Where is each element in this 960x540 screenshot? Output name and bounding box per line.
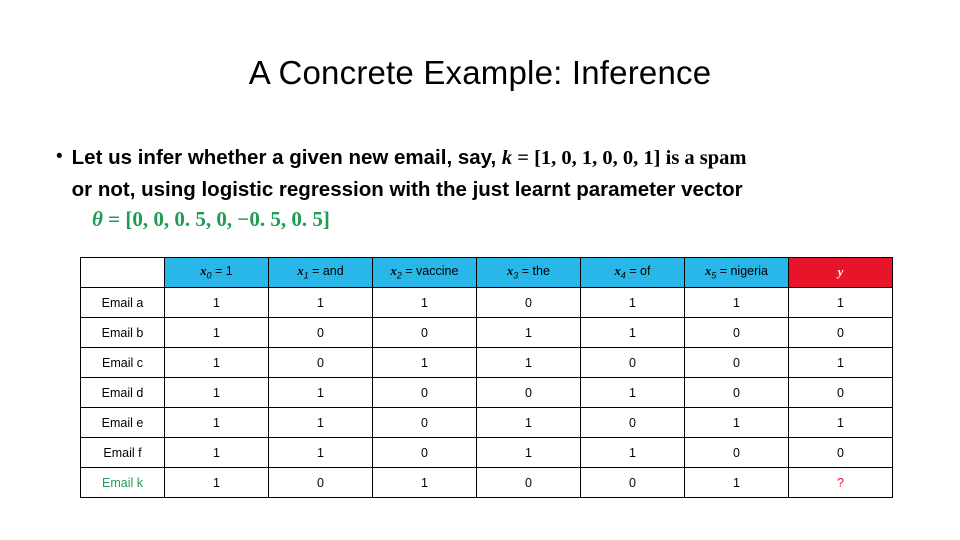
cell-x0: 1 bbox=[164, 347, 269, 378]
cell-x1: 1 bbox=[268, 287, 373, 318]
table-header-row: x0 = 1 x1 = and x2 = vaccine x3 = the x4… bbox=[80, 257, 893, 288]
bullet-line1-part-a: Let us infer whether a given new email, … bbox=[71, 146, 502, 169]
cell-x3: 0 bbox=[476, 377, 581, 408]
cell-x1: 0 bbox=[268, 467, 373, 498]
cell-x3: 0 bbox=[476, 467, 581, 498]
cell-x2: 1 bbox=[372, 347, 477, 378]
cell-x0: 1 bbox=[164, 287, 269, 318]
cell-x5: 1 bbox=[684, 287, 789, 318]
cell-y: 0 bbox=[788, 377, 893, 408]
cell-y: 1 bbox=[788, 287, 893, 318]
row-label: Email a bbox=[80, 287, 165, 318]
cell-x5: 0 bbox=[684, 347, 789, 378]
column-header-y: y bbox=[788, 257, 893, 288]
row-label: Email k bbox=[80, 467, 165, 498]
cell-x3: 1 bbox=[476, 317, 581, 348]
cell-x2: 0 bbox=[372, 437, 477, 468]
table-corner-cell bbox=[80, 257, 165, 288]
bullet-list-item: • Let us infer whether a given new email… bbox=[56, 142, 934, 205]
column-header-x2: x2 = vaccine bbox=[372, 257, 477, 288]
bullet-line1-part-b: = [1, 0, 1, 0, 0, 1] is a spam bbox=[512, 147, 747, 169]
cell-y: 1 bbox=[788, 407, 893, 438]
cell-y: 0 bbox=[788, 437, 893, 468]
cell-x4: 1 bbox=[580, 317, 685, 348]
bullet-variable-k: k bbox=[501, 147, 513, 169]
cell-x2: 1 bbox=[372, 287, 477, 318]
theta-equation: θ = [0, 0, 0. 5, 0, −0. 5, 0. 5] bbox=[92, 207, 934, 232]
column-header-x4: x4 = of bbox=[580, 257, 685, 288]
row-label: Email c bbox=[80, 347, 165, 378]
cell-x4: 1 bbox=[580, 437, 685, 468]
feature-table: x0 = 1 x1 = and x2 = vaccine x3 = the x4… bbox=[80, 257, 893, 498]
cell-x4: 0 bbox=[580, 407, 685, 438]
column-header-x5: x5 = nigeria bbox=[684, 257, 789, 288]
cell-x3: 1 bbox=[476, 347, 581, 378]
cell-x2: 0 bbox=[372, 317, 477, 348]
theta-symbol: θ bbox=[92, 207, 103, 231]
cell-x5: 1 bbox=[684, 407, 789, 438]
row-label: Email b bbox=[80, 317, 165, 348]
row-label: Email f bbox=[80, 437, 165, 468]
cell-x0: 1 bbox=[164, 437, 269, 468]
cell-x2: 1 bbox=[372, 467, 477, 498]
cell-x5: 0 bbox=[684, 377, 789, 408]
cell-x1: 1 bbox=[268, 407, 373, 438]
cell-x3: 1 bbox=[476, 407, 581, 438]
cell-x5: 0 bbox=[684, 317, 789, 348]
bullet-body: • Let us infer whether a given new email… bbox=[56, 142, 934, 232]
cell-x5: 1 bbox=[684, 467, 789, 498]
column-header-x0: x0 = 1 bbox=[164, 257, 269, 288]
theta-value: = [0, 0, 0. 5, 0, −0. 5, 0. 5] bbox=[102, 207, 330, 231]
cell-x1: 0 bbox=[268, 347, 373, 378]
cell-x0: 1 bbox=[164, 377, 269, 408]
cell-x0: 1 bbox=[164, 467, 269, 498]
cell-x4: 1 bbox=[580, 377, 685, 408]
bullet-marker: • bbox=[56, 146, 63, 167]
cell-x4: 0 bbox=[580, 467, 685, 498]
cell-x3: 1 bbox=[476, 437, 581, 468]
cell-x1: 1 bbox=[268, 437, 373, 468]
cell-x4: 0 bbox=[580, 347, 685, 378]
cell-x4: 1 bbox=[580, 287, 685, 318]
cell-x0: 1 bbox=[164, 407, 269, 438]
cell-x1: 0 bbox=[268, 317, 373, 348]
page-title: A Concrete Example: Inference bbox=[248, 54, 712, 91]
cell-x2: 0 bbox=[372, 377, 477, 408]
cell-x2: 0 bbox=[372, 407, 477, 438]
cell-x3: 0 bbox=[476, 287, 581, 318]
cell-x5: 0 bbox=[684, 437, 789, 468]
cell-y: 0 bbox=[788, 317, 893, 348]
column-header-x1: x1 = and bbox=[268, 257, 373, 288]
cell-x0: 1 bbox=[164, 317, 269, 348]
cell-y: ? bbox=[788, 467, 893, 498]
row-label: Email e bbox=[80, 407, 165, 438]
row-label: Email d bbox=[80, 377, 165, 408]
cell-y: 1 bbox=[788, 347, 893, 378]
cell-x1: 1 bbox=[268, 377, 373, 408]
column-header-x3: x3 = the bbox=[476, 257, 581, 288]
bullet-line2: or not, using logistic regression with t… bbox=[71, 178, 743, 201]
data-table-wrapper: x0 = 1 x1 = and x2 = vaccine x3 = the x4… bbox=[80, 257, 893, 498]
bullet-paragraph: Let us infer whether a given new email, … bbox=[72, 142, 747, 205]
